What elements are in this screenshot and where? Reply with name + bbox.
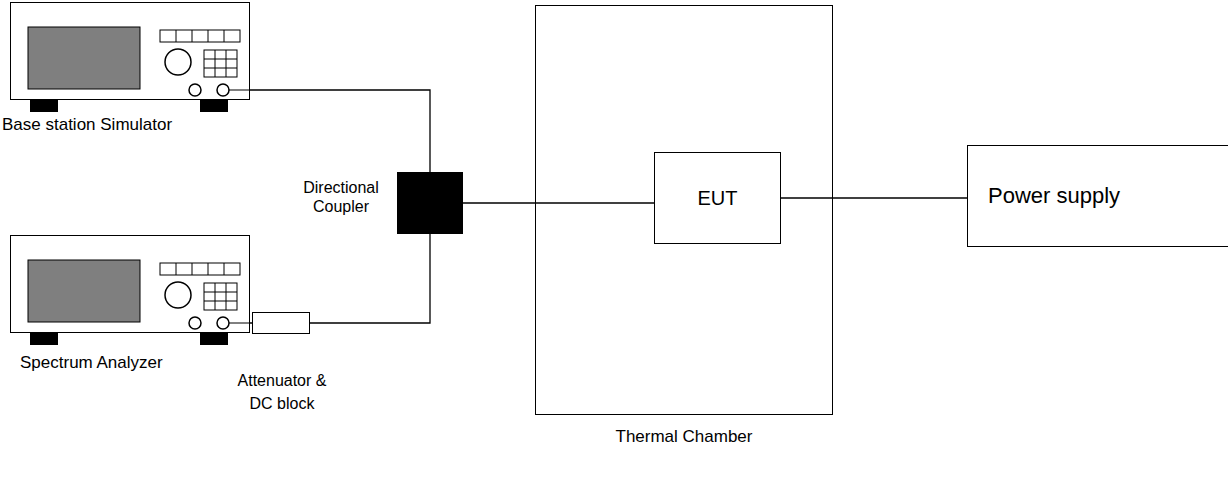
- attenuator-dc-block: Attenuator & DC block: [252, 312, 310, 334]
- instrument-port: [217, 84, 229, 96]
- directional-coupler: Directional Coupler: [397, 172, 463, 234]
- instrument-illustration: [10, 235, 250, 345]
- node-label: EUT: [698, 186, 738, 210]
- instrument-port: [217, 317, 229, 329]
- instrument-foot: [30, 100, 58, 112]
- instrument-foot: [30, 333, 58, 345]
- instrument-label: Base station Simulator: [2, 115, 172, 135]
- instrument-port: [189, 84, 201, 96]
- cable-line: [781, 197, 967, 198]
- keypad-line: [226, 283, 227, 310]
- thermal-chamber: Thermal ChamberEUT: [535, 5, 833, 415]
- cable-line: [250, 90, 430, 172]
- keypad: [204, 50, 237, 77]
- node-label: Power supply: [988, 183, 1120, 209]
- instrument-body: [11, 3, 250, 100]
- power-supply-box: Power supply: [967, 145, 1228, 247]
- instrument-screen: [28, 27, 140, 89]
- base-station-simulator: Base station Simulator: [10, 2, 250, 112]
- button-divider: [176, 263, 177, 275]
- eut-box: EUT: [654, 152, 781, 244]
- instrument-port: [189, 317, 201, 329]
- instrument-label: Thermal Chamber: [536, 427, 832, 447]
- keypad-line: [204, 301, 237, 302]
- button-divider: [224, 263, 225, 275]
- instrument-foot: [200, 333, 228, 345]
- keypad: [204, 283, 237, 310]
- cable-line: [463, 202, 654, 203]
- keypad-line: [204, 292, 237, 293]
- button-row: [160, 263, 240, 275]
- instrument-body: [11, 236, 250, 333]
- instrument-screen: [28, 260, 140, 322]
- button-divider: [176, 30, 177, 42]
- button-divider: [208, 30, 209, 42]
- instrument-label: Spectrum Analyzer: [20, 353, 163, 373]
- instrument-knob: [165, 49, 191, 75]
- keypad-line: [215, 50, 216, 77]
- instrument-label: Directional Coupler: [295, 178, 387, 216]
- button-divider: [208, 263, 209, 275]
- button-divider: [224, 30, 225, 42]
- instrument-label: Attenuator & DC block: [237, 369, 327, 415]
- spectrum-analyzer: Spectrum Analyzer: [10, 235, 250, 345]
- port-stub: [229, 90, 250, 91]
- keypad-line: [215, 283, 216, 310]
- button-divider: [192, 30, 193, 42]
- instrument-knob: [165, 282, 191, 308]
- instrument-foot: [200, 100, 228, 112]
- cable-line: [310, 234, 430, 323]
- instrument-illustration: [10, 2, 250, 112]
- port-stub: [229, 323, 250, 324]
- keypad-line: [226, 50, 227, 77]
- keypad-line: [204, 59, 237, 60]
- button-row: [160, 30, 240, 42]
- keypad-line: [204, 68, 237, 69]
- button-divider: [192, 263, 193, 275]
